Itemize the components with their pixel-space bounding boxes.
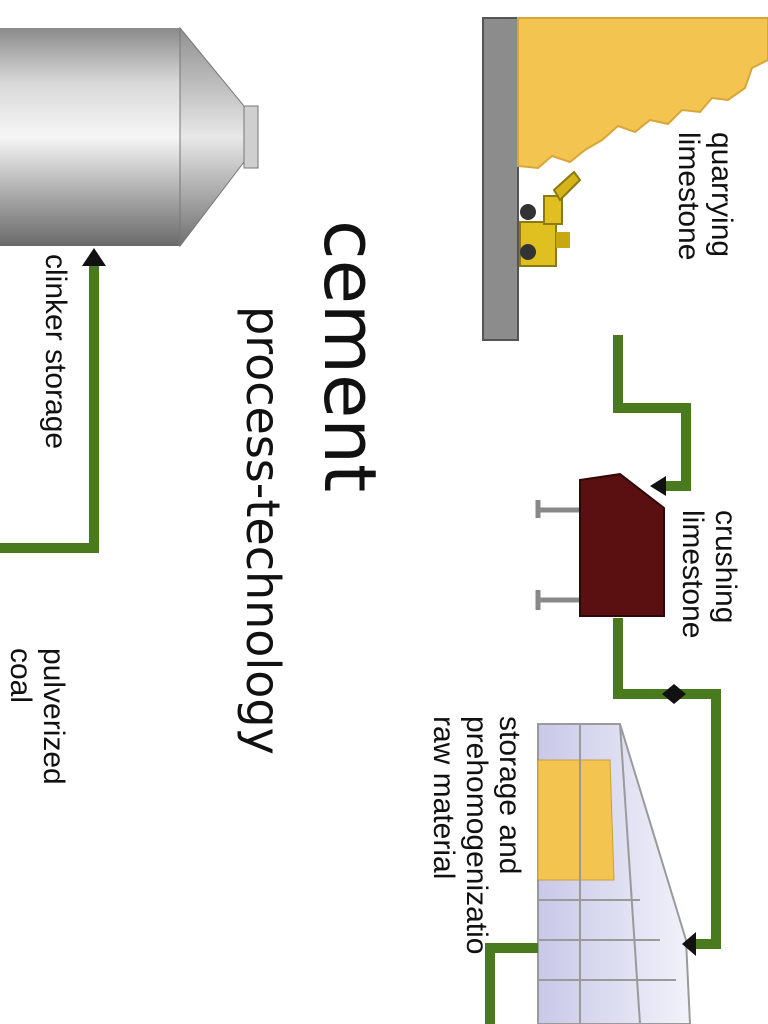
label-line: quarrying [705, 132, 738, 258]
quarry-illustration [482, 17, 768, 341]
label-clinker-storage: clinker storage [39, 254, 72, 449]
label-line: prehomogenizatio [460, 716, 493, 955]
arrow-into-storage [682, 932, 696, 956]
crusher-body [579, 472, 665, 617]
label-line: storage and [493, 716, 526, 875]
label-crushing-limestone: crushing limestone [676, 510, 742, 638]
arrow-junction [662, 684, 686, 704]
diagram-title: cement [308, 220, 392, 493]
quarry-limestone [517, 17, 768, 170]
label-storage-raw-material: storage and prehomogenizatio raw materia… [427, 716, 526, 955]
label-quarrying-limestone: quarrying limestone [672, 132, 738, 260]
crusher-illustration [535, 472, 665, 617]
silo-cone [179, 26, 245, 248]
flow-line-crusher-to-storage [613, 618, 721, 949]
arrow-into-crusher [650, 476, 666, 496]
silo-body [0, 28, 180, 246]
label-line: limestone [676, 510, 709, 639]
clinker-silo-illustration [0, 26, 259, 248]
label-line: crushing [709, 510, 742, 624]
label-line: limestone [672, 132, 705, 261]
label-line: pulverized [37, 648, 70, 785]
flow-line-storage-out [485, 943, 538, 1024]
label-line: clinker storage [39, 254, 72, 450]
flow-line-to-clinker [0, 262, 99, 553]
silo-outlet [243, 105, 259, 169]
flow-lines [0, 262, 721, 1024]
flow-line-quarry-to-crusher [613, 335, 691, 491]
label-pulverized-coal: pulverized coal [4, 648, 70, 785]
label-line: raw material [427, 716, 460, 880]
diagram-subtitle: process-technology [236, 306, 290, 755]
storage-dome-illustration [537, 723, 692, 1024]
flow-arrows [82, 248, 696, 956]
quarry-wall [482, 17, 519, 341]
excavator-icon [519, 170, 582, 267]
label-line: coal [4, 648, 37, 704]
arrow-into-silo [82, 248, 106, 266]
